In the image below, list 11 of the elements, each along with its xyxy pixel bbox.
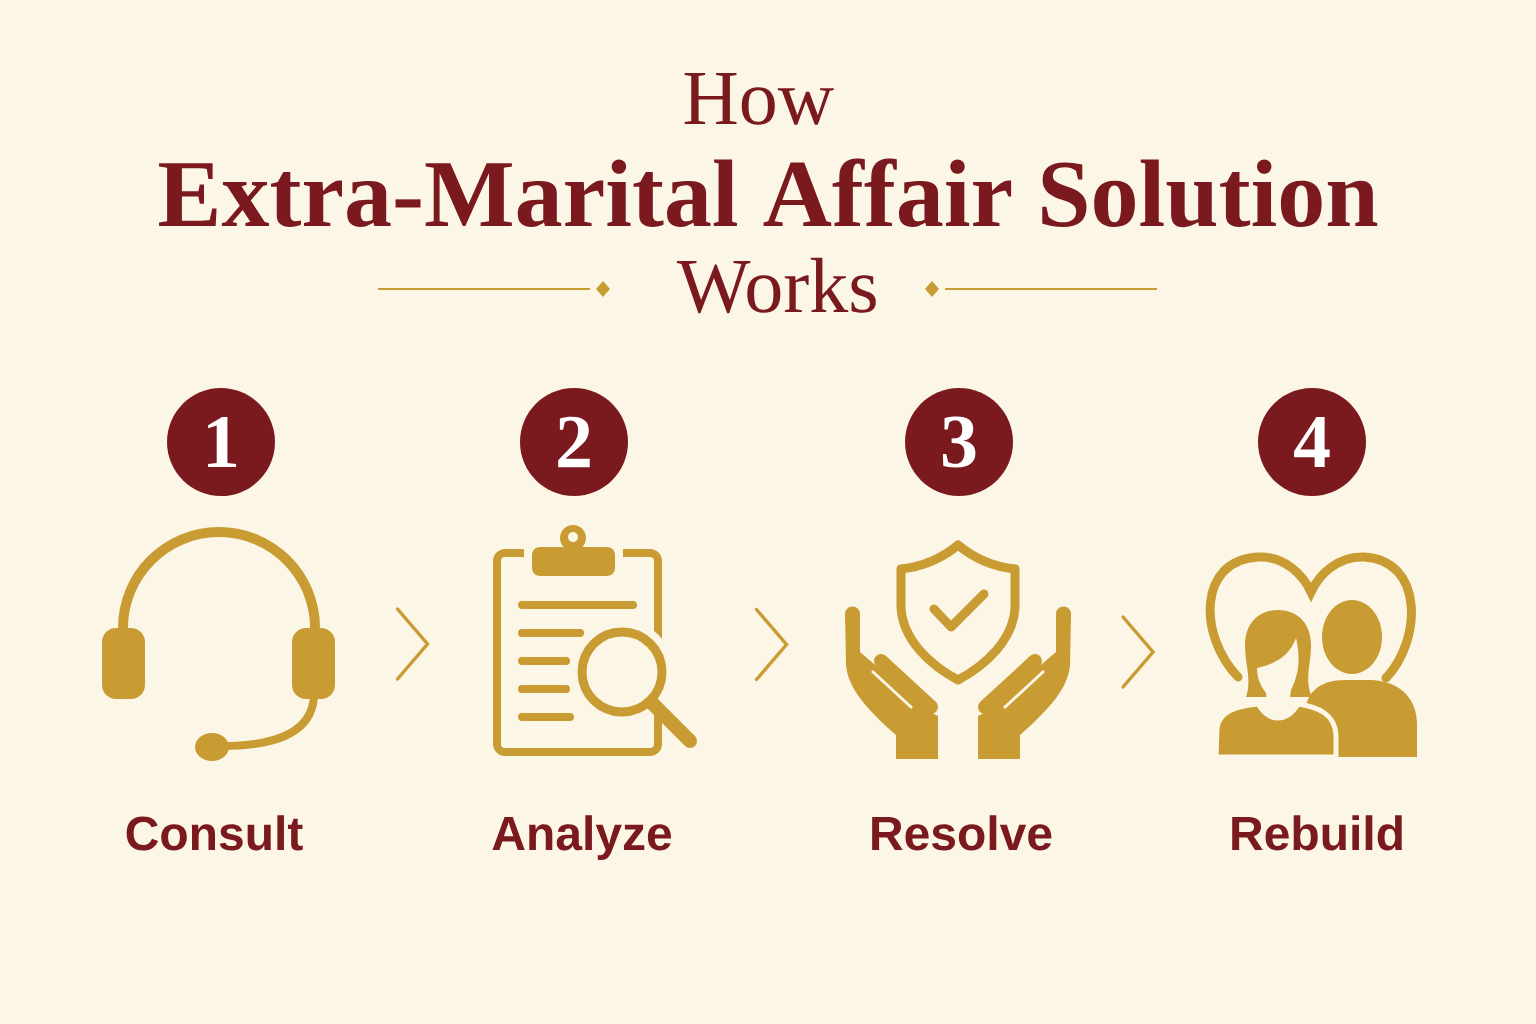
- clipboard-magnifier-icon: [493, 525, 697, 756]
- step-label: Rebuild: [1232, 815, 1402, 851]
- couple-heart-icon: [1205, 552, 1417, 760]
- shield-hands-icon: [845, 540, 1071, 759]
- headset-icon: [102, 527, 335, 761]
- step-label: Consult: [126, 815, 303, 851]
- title: Extra-Marital Affair Solution: [159, 158, 1378, 228]
- step-label: Analyze: [492, 815, 672, 860]
- title: Works: [676, 257, 876, 314]
- title: How: [684, 72, 834, 125]
- step-label: Resolve: [872, 815, 1052, 851]
